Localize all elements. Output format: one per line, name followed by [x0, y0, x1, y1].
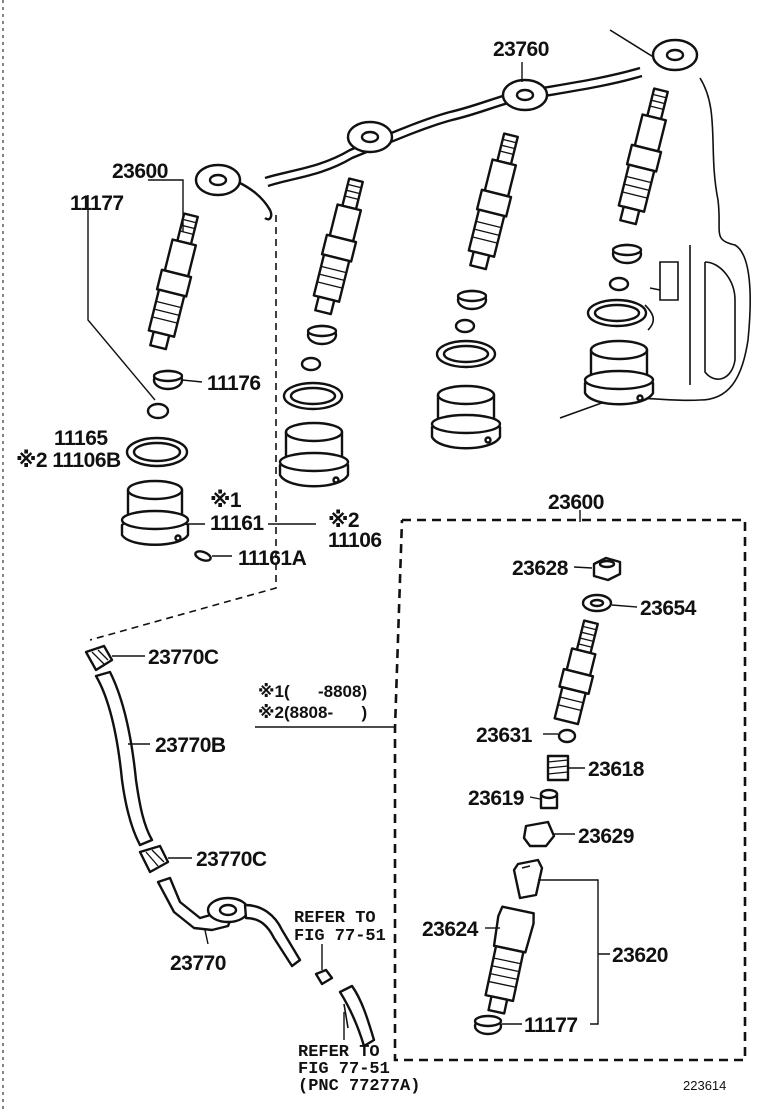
label-23620: 23620 [612, 944, 668, 967]
spring-23618 [546, 754, 570, 782]
leakage-pipe-23760 [194, 38, 699, 221]
label-23619: 23619 [468, 787, 524, 810]
label-23770c-top: 23770C [148, 646, 219, 669]
connector-dashed-line [89, 215, 277, 641]
label-23770b: 23770B [155, 734, 226, 757]
refer-1-line1: REFER TO [294, 909, 376, 928]
label-11177-kit: 11177 [524, 1014, 578, 1037]
label-11165: 11165 [54, 427, 108, 450]
figure-number: 223614 [683, 1078, 726, 1093]
label-23600-box: 23600 [548, 491, 604, 514]
head-set-2 [278, 324, 350, 488]
washer-11177 [146, 402, 170, 420]
injector-1 [147, 212, 199, 351]
injector-4 [617, 87, 669, 226]
clamp-23770c-top [84, 644, 114, 672]
head-set-4 [583, 243, 655, 406]
holder-11161 [120, 479, 190, 546]
injector-3 [467, 132, 519, 271]
label-11106: 11106 [328, 529, 382, 552]
washer-11177-kit [473, 1014, 503, 1036]
return-hose-end [338, 984, 376, 1048]
retaining-nut-23624 [484, 905, 535, 1015]
gasket-11165 [125, 436, 189, 468]
nozzle-holder-body [553, 619, 599, 726]
spacer-23629 [522, 820, 556, 848]
kit-box-23600 [393, 518, 747, 1062]
nut-23628 [592, 556, 622, 582]
label-23631: 23631 [476, 724, 533, 747]
label-11177-top: 11177 [70, 192, 124, 215]
pin-23631 [557, 728, 577, 744]
clip-small [314, 968, 334, 986]
label-23618: 23618 [588, 758, 645, 781]
leader-lines [87, 62, 638, 1040]
label-11161a: 11161A [238, 547, 307, 570]
label-11161-note: ※1 [210, 489, 242, 512]
cylinder-head-outline [559, 29, 751, 419]
injector-2 [312, 177, 364, 316]
nozzle-23620 [512, 858, 544, 900]
refer-2-line3: (PNC 77277A) [298, 1077, 420, 1096]
pin-11161a [194, 550, 212, 562]
label-11106b: ※2 11106B [16, 449, 121, 472]
note-1: ※1( -8808) [258, 682, 367, 701]
pipe-23770 [156, 876, 302, 968]
label-23624: 23624 [422, 918, 479, 941]
label-23770: 23770 [170, 952, 226, 975]
label-23654: 23654 [640, 597, 697, 620]
label-23760: 23760 [493, 38, 549, 61]
label-11161: 11161 [210, 512, 264, 535]
seat-11176 [152, 369, 184, 391]
clamp-23770c-bottom [138, 844, 170, 874]
label-23628: 23628 [512, 557, 569, 580]
label-11106-note: ※2 [328, 509, 359, 532]
note-2: ※2(8808- ) [258, 703, 367, 722]
washer-23654 [581, 593, 613, 613]
hose-23770b [94, 670, 154, 847]
refer-2-line1: REFER TO [298, 1043, 380, 1062]
refer-2-line2: FIG 77-51 [298, 1060, 390, 1079]
refer-1-line2: FIG 77-51 [294, 927, 386, 946]
label-23600-top: 23600 [112, 160, 168, 183]
pressure-pin-23619 [539, 788, 559, 810]
label-23629: 23629 [578, 825, 634, 848]
label-23770c-bottom: 23770C [196, 848, 267, 871]
label-11176: 11176 [207, 372, 261, 395]
head-set-3 [430, 289, 502, 450]
